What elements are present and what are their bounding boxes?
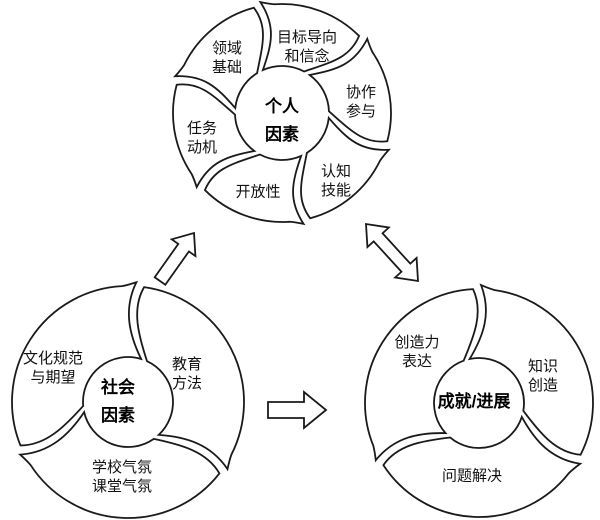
wheel-personal-factors-petal-fill: [309, 38, 392, 142]
wheel-social-factors-petal-fill: [20, 412, 220, 519]
wheel-achievement-progress-petal-outline: [382, 414, 583, 518]
wheel-personal-factors-petal-outline: [173, 6, 264, 111]
wheel-achievement-progress-petal-outline: [364, 288, 479, 463]
wheel-personal-factors-petal-fill: [172, 84, 255, 188]
wheel-personal-factors-petal-fill: [260, 2, 360, 72]
wheel-personal-factors-petal-outline: [307, 36, 392, 143]
wheel-personal-factors-petal-outline: [300, 115, 391, 220]
wheel-achievement-progress-petal-fill: [383, 416, 581, 518]
arrow-personal-achievement-bidirectional: [365, 222, 419, 283]
wheel-personal-factors-petal-outline: [172, 83, 257, 190]
wheel-social-factors-petal-fill: [137, 287, 245, 470]
wheel-personal-factors-petal-outline: [258, 0, 361, 73]
wheel-achievement-progress-petal-outline: [467, 283, 594, 456]
wheel-personal-factors-petal-fill: [301, 117, 389, 219]
wheel-social-factors-petal-fill: [12, 282, 142, 446]
wheel-social-factors-petal-outline: [136, 286, 245, 472]
wheel-achievement-progress-petal-fill: [364, 289, 478, 461]
arrow-social-to-achievement: [267, 390, 328, 430]
wheel-achievement-progress-petal-fill: [469, 285, 593, 455]
wheel-personal-factors-petal-fill: [204, 154, 304, 224]
wheel-personal-factors-petal-outline: [203, 153, 306, 226]
wheel-personal-factors-petal-fill: [175, 7, 263, 109]
wheel-social-factors-petal-outline: [11, 280, 143, 447]
arrow-social-to-personal: [153, 231, 197, 287]
wheel-social-factors-petal-outline: [17, 409, 221, 519]
